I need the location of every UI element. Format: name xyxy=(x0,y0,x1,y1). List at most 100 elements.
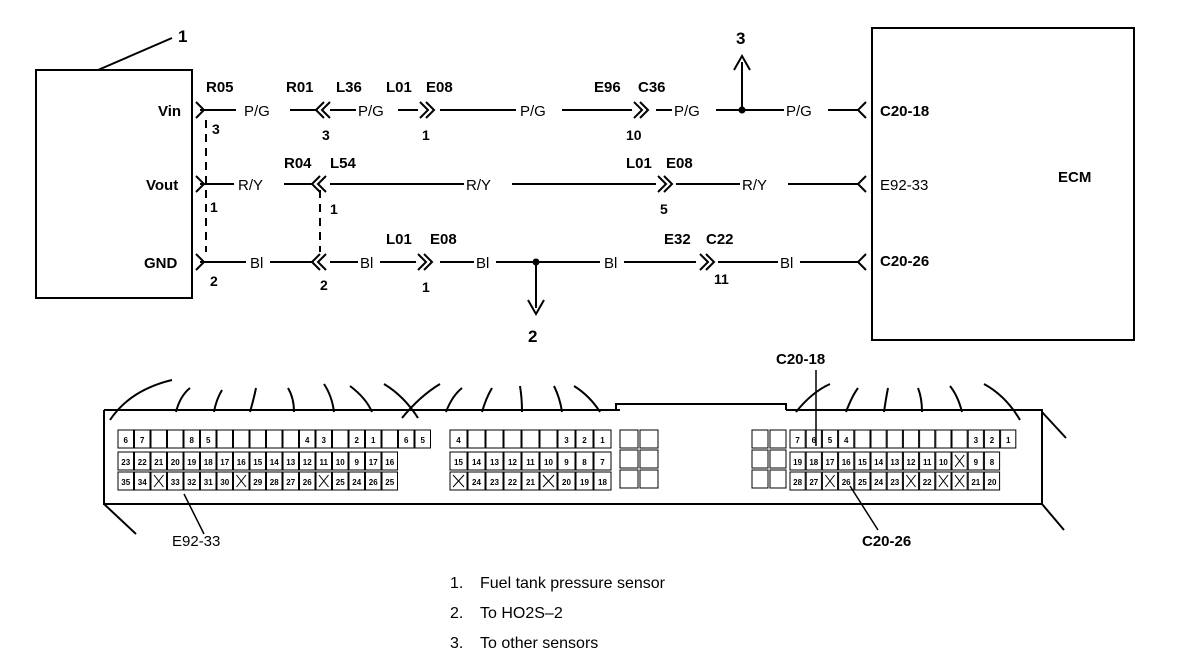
connector-cavity xyxy=(539,429,558,449)
gnd-color-3: Bl xyxy=(476,255,489,272)
c20-26-leader xyxy=(849,485,879,531)
connector-cavity xyxy=(200,429,217,449)
connector-cavity xyxy=(789,451,806,471)
connector-pin-number: 7 xyxy=(795,436,800,445)
connector-cavity xyxy=(266,451,283,471)
connector-cavity xyxy=(233,451,250,471)
connector-pin-number: 30 xyxy=(220,478,229,487)
center-cavity xyxy=(769,469,787,489)
connector-cavity xyxy=(381,429,398,449)
connector-cavity xyxy=(935,429,952,449)
connector-cavity xyxy=(838,451,855,471)
connector-cavity xyxy=(886,471,903,491)
gnd-wire xyxy=(200,258,858,317)
connector-pin-number: 13 xyxy=(286,458,295,467)
connector-cavity xyxy=(315,451,332,471)
connector-pin-number: 29 xyxy=(253,478,262,487)
callout-2: 2 xyxy=(528,327,537,346)
vout-color-3: R/Y xyxy=(742,177,767,194)
gnd-color-5: Bl xyxy=(780,255,793,272)
connector-pin-number: 16 xyxy=(237,458,246,467)
center-cavity xyxy=(619,429,639,449)
connector-pin-number: 15 xyxy=(858,458,867,467)
connector-cavity xyxy=(789,429,806,449)
legend-item-2-text: To HO2S–2 xyxy=(480,605,563,622)
connector-pin-number: 17 xyxy=(369,458,378,467)
connector-cavity xyxy=(886,429,903,449)
connector-cavity xyxy=(183,451,200,471)
connector-cavity xyxy=(870,471,887,491)
connector-pin-number: 19 xyxy=(793,458,802,467)
gnd-conn-e08: E08 xyxy=(430,231,457,248)
gnd-conn-e32: E32 xyxy=(664,231,691,248)
gnd-pin-1: 1 xyxy=(422,279,430,295)
connector-cavity xyxy=(593,471,612,491)
connector-pin-number: 25 xyxy=(336,478,345,487)
connector-pin-number: 18 xyxy=(204,458,213,467)
connector-pin-number: 9 xyxy=(974,458,979,467)
connector-cavity xyxy=(854,451,871,471)
connector-cavity xyxy=(967,451,984,471)
connector-pin-number: 15 xyxy=(253,458,262,467)
connector-cavity xyxy=(485,451,504,471)
connector-cavity xyxy=(467,471,486,491)
sensor-callout-leader xyxy=(97,37,173,71)
connector-pin-number: 7 xyxy=(140,436,145,445)
vin-color-1: P/G xyxy=(244,103,270,120)
connector-cavity xyxy=(381,471,398,491)
connector-cavity xyxy=(183,429,200,449)
connector-cavity xyxy=(902,451,920,471)
vin-connector-r01-icon xyxy=(314,101,331,119)
connector-cavity xyxy=(233,429,250,449)
connector-cavity xyxy=(575,429,594,449)
gnd-terminal-label: C20-26 xyxy=(880,253,929,270)
connector-cavity xyxy=(398,429,415,449)
connector-cavity xyxy=(902,471,920,491)
vout-sensor-terminal-icon xyxy=(195,175,206,193)
gnd-connector-l01-icon xyxy=(417,253,434,271)
blank-cavity-mark xyxy=(954,474,965,488)
vin-pin-3b: 3 xyxy=(322,127,330,143)
connector-cavity xyxy=(150,451,167,471)
connector-pin-number: 8 xyxy=(990,458,995,467)
connector-cavity xyxy=(557,451,576,471)
connector-cavity xyxy=(983,429,1001,449)
connector-cavity xyxy=(485,429,504,449)
connector-cavity xyxy=(521,451,540,471)
vin-conn-c36: C36 xyxy=(638,79,666,96)
connector-cavity xyxy=(919,471,936,491)
ecm-label: ECM xyxy=(1058,169,1091,186)
blank-cavity-mark xyxy=(938,474,949,488)
ecm-box xyxy=(871,27,1135,341)
gnd-conn-l01: L01 xyxy=(386,231,412,248)
connector-cavity xyxy=(332,451,349,471)
center-cavity xyxy=(639,469,659,489)
e92-33-leader xyxy=(183,493,205,535)
connector-cavity xyxy=(216,451,233,471)
connector-cavity xyxy=(134,429,151,449)
connector-pin-number: 6 xyxy=(404,436,409,445)
connector-cavity xyxy=(886,451,903,471)
connector-pin-number: 6 xyxy=(812,436,817,445)
connector-pin-number: 22 xyxy=(508,478,517,487)
gnd-ecm-terminal-icon xyxy=(856,253,867,271)
connector-pin-number: 26 xyxy=(369,478,378,487)
connector-cavity xyxy=(381,451,398,471)
gnd-pin-2a: 2 xyxy=(210,273,218,289)
connector-pin-number: 28 xyxy=(270,478,279,487)
vout-pin-5: 5 xyxy=(660,201,668,217)
connector-cavity xyxy=(521,471,540,491)
center-cavity xyxy=(619,449,639,469)
connector-pin-number: 5 xyxy=(421,436,426,445)
connector-pin-number: 25 xyxy=(858,478,867,487)
connector-pin-number: 9 xyxy=(564,458,569,467)
connector-pin-number: 23 xyxy=(890,478,899,487)
connector-pin-number: 11 xyxy=(526,458,535,467)
blank-cavity-mark xyxy=(452,474,465,488)
connector-cavity xyxy=(503,451,522,471)
connector-pin-number: 22 xyxy=(138,458,147,467)
connector-cavity xyxy=(557,471,576,491)
connector-cavity xyxy=(539,471,558,491)
connector-cavity xyxy=(183,471,200,491)
